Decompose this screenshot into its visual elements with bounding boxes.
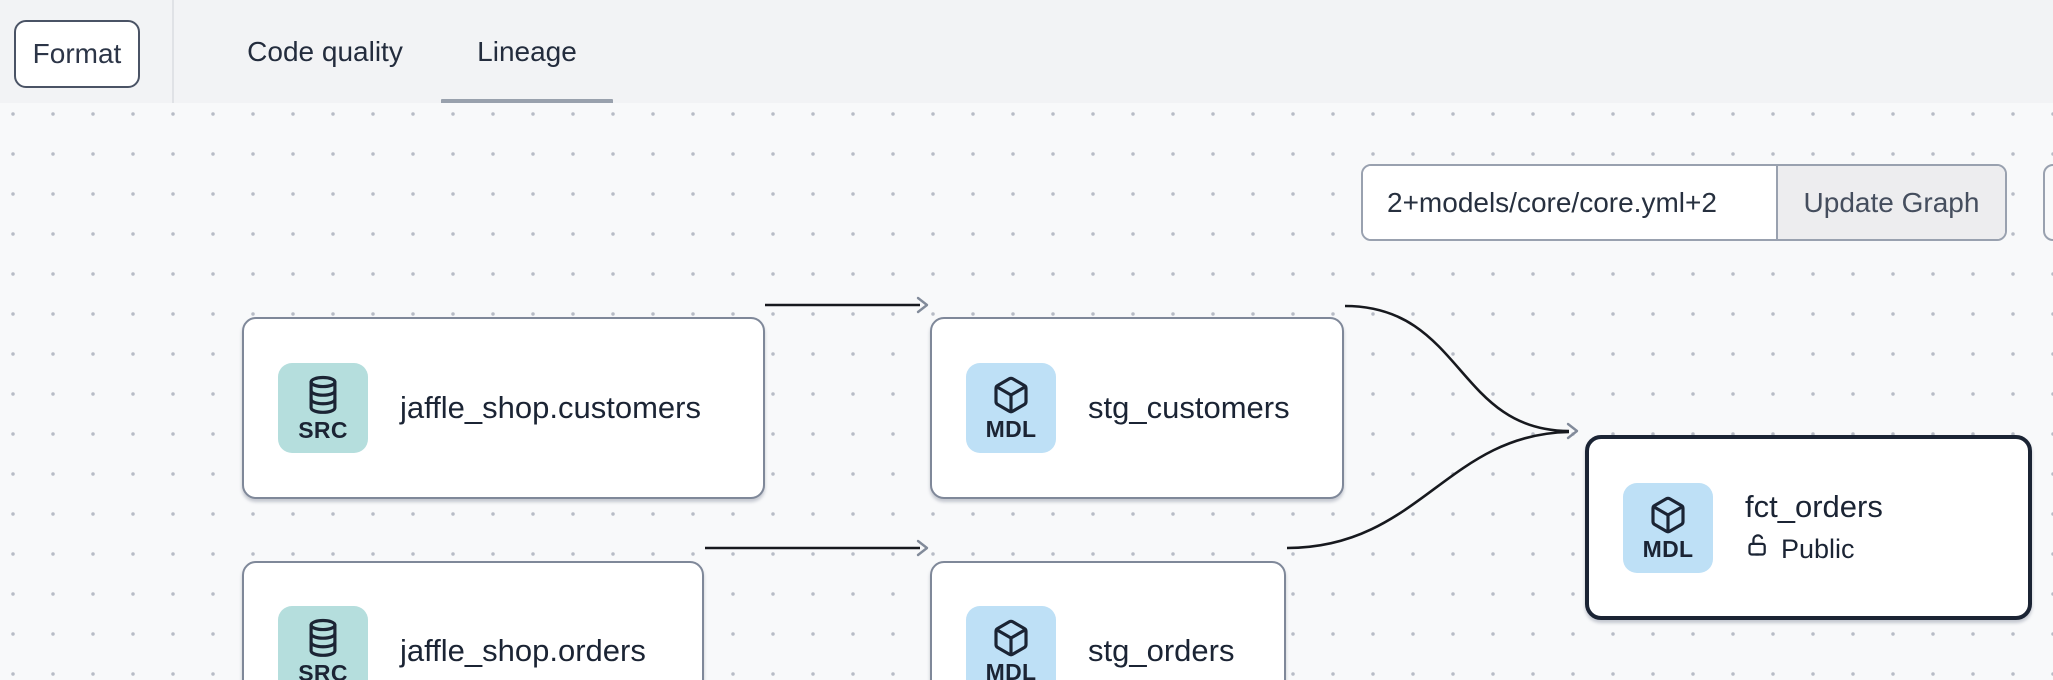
node-fct-orders[interactable]: MDL fct_orders Public	[1585, 435, 2032, 620]
node-type-label: MDL	[985, 416, 1037, 442]
unlock-icon	[1745, 532, 1772, 566]
model-badge: MDL	[966, 363, 1056, 453]
arrowhead-stg-orders	[916, 539, 929, 557]
arrowhead-fct-orders	[1566, 422, 1579, 440]
edge-stg-customers-to-fct-orders	[1344, 304, 1570, 433]
node-access: Public	[1745, 532, 1883, 566]
cube-icon	[1648, 495, 1688, 535]
lineage-canvas[interactable]: SRC jaffle_shop.customers MDL stg_custom…	[0, 103, 2053, 680]
node-type-label: MDL	[1642, 535, 1694, 562]
graph-filter-bar: Update Graph	[1361, 164, 2007, 241]
toolbar-divider	[172, 0, 174, 103]
tab-code-quality[interactable]: Code quality	[247, 35, 403, 67]
arrowhead-stg-customers	[916, 296, 929, 314]
source-badge: SRC	[278, 606, 368, 680]
node-type-label: MDL	[985, 659, 1037, 680]
update-graph-button[interactable]: Update Graph	[1776, 166, 2005, 239]
node-title: jaffle_shop.orders	[400, 633, 646, 668]
model-badge: MDL	[1623, 482, 1713, 573]
model-badge: MDL	[966, 606, 1056, 680]
database-icon	[302, 374, 344, 416]
clipped-control[interactable]	[2043, 164, 2053, 241]
node-type-label: SRC	[298, 660, 348, 680]
node-stg-orders[interactable]: MDL stg_orders	[930, 561, 1286, 680]
node-title: jaffle_shop.customers	[400, 390, 701, 425]
node-stg-customers[interactable]: MDL stg_customers	[930, 317, 1344, 499]
database-icon	[302, 617, 344, 659]
node-jaffle-shop-orders[interactable]: SRC jaffle_shop.orders	[242, 561, 704, 680]
editor-toolbar: Format Code quality Lineage	[0, 0, 2053, 105]
tab-lineage[interactable]: Lineage	[477, 35, 577, 67]
node-type-label: SRC	[298, 417, 348, 443]
cube-icon	[991, 618, 1031, 658]
cube-icon	[991, 375, 1031, 415]
source-badge: SRC	[278, 363, 368, 453]
active-tab-indicator	[441, 99, 613, 105]
node-jaffle-shop-customers[interactable]: SRC jaffle_shop.customers	[242, 317, 765, 499]
format-button[interactable]: Format	[14, 20, 140, 88]
access-label: Public	[1781, 533, 1855, 564]
node-title: fct_orders	[1745, 489, 1883, 524]
lineage-selector-input[interactable]	[1363, 166, 1776, 239]
node-title: stg_customers	[1088, 390, 1290, 425]
node-text: fct_orders Public	[1745, 489, 1883, 566]
node-title: stg_orders	[1088, 633, 1235, 668]
